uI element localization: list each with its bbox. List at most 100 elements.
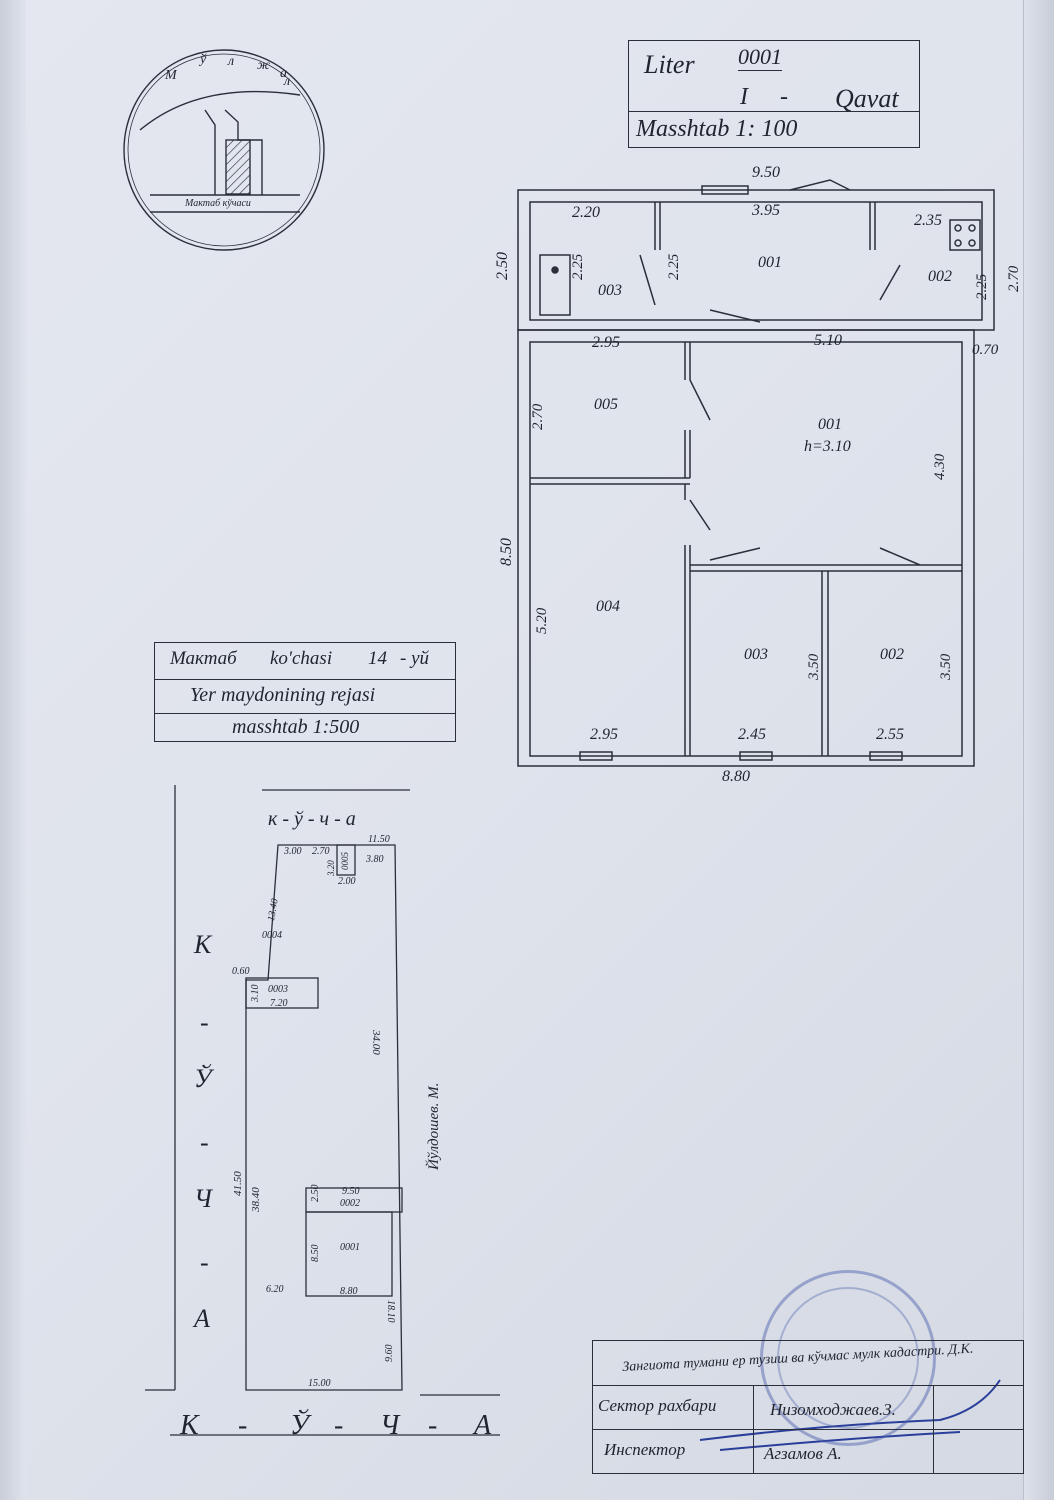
room-height-label: h=3.10 — [804, 438, 851, 455]
logo-letter: ж — [257, 58, 271, 73]
page-left-shadow — [0, 0, 26, 1500]
dim-label: 3.50 — [806, 653, 822, 680]
site-title-box — [154, 642, 456, 742]
street-letter-left: - — [200, 1248, 209, 1277]
site-address: 14 — [368, 648, 387, 669]
site-dim: 9.50 — [342, 1186, 360, 1197]
street-letter-left: - — [200, 1128, 209, 1157]
site-dim: 8.50 — [310, 1244, 321, 1263]
street-letter-left: Ў — [194, 1064, 212, 1093]
site-plan-title: Yer maydonining rejasi — [190, 684, 376, 706]
dim-label: 9.50 — [752, 164, 780, 181]
site-scale: masshtab 1:500 — [232, 716, 360, 738]
street-letter-bottom: Ч — [380, 1410, 400, 1441]
floor-dash: - — [780, 84, 788, 110]
room-label: 005 — [594, 396, 618, 413]
site-dim: 41.50 — [232, 1171, 244, 1196]
site-dim: 18.10 — [385, 1300, 396, 1323]
dim-label: 2.95 — [592, 334, 620, 351]
street-letter-left: Ч — [194, 1184, 212, 1213]
street-name-top: к - ў - ч - а — [268, 808, 356, 830]
street-letter-bottom: - — [238, 1410, 248, 1441]
dim-label: 0.70 — [972, 342, 999, 358]
floor-plan — [517, 179, 995, 767]
dim-label: 3.50 — [938, 653, 954, 680]
site-dim: 11.50 — [368, 834, 390, 845]
street-letter-bottom: А — [474, 1410, 492, 1441]
site-dim: 38.40 — [250, 1187, 262, 1212]
street-letter-bottom: - — [334, 1410, 344, 1441]
site-dim: 2.70 — [312, 846, 330, 857]
dim-label: 2.95 — [590, 726, 618, 743]
site-dim: 0003 — [268, 984, 288, 995]
logo-letter: л — [284, 74, 291, 89]
logo-letter: л — [228, 54, 235, 69]
dim-label: 2.55 — [876, 726, 904, 743]
round-seal-stamp — [760, 1270, 936, 1446]
site-dim: 2.00 — [338, 876, 356, 887]
dim-label: 8.80 — [722, 768, 750, 785]
site-dim: 6.20 — [266, 1284, 284, 1295]
site-address: - уй — [400, 648, 430, 669]
dim-label: 4.30 — [932, 453, 948, 480]
location-logo — [123, 49, 325, 251]
dim-label: 2.50 — [494, 252, 511, 280]
site-dim: 3.10 — [250, 984, 261, 1003]
dim-label: 2.25 — [974, 273, 990, 300]
floor-number: I — [740, 84, 748, 110]
site-dim: 0005 — [340, 852, 350, 870]
neighbor-name: Йўлдошев. М. — [426, 1082, 442, 1170]
dim-label: 2.70 — [1006, 265, 1022, 292]
dim-label: 2.20 — [572, 204, 600, 221]
dim-label: 2.25 — [570, 253, 586, 280]
underlying-pages-edge — [1023, 0, 1054, 1500]
dim-label: 2.25 — [666, 253, 682, 280]
site-dim: 8.80 — [340, 1286, 358, 1297]
room-label: 002 — [928, 268, 952, 285]
room-label: 001 — [758, 254, 782, 271]
role-label: Инспектор — [604, 1440, 686, 1459]
dim-label: 2.35 — [914, 212, 942, 229]
liter-number: 0001 — [738, 44, 782, 71]
street-letter-bottom: - — [428, 1410, 438, 1441]
logo-caption: Мактаб кўчаси — [185, 198, 251, 209]
street-letter-bottom: Ў — [290, 1410, 309, 1441]
site-dim: 7.20 — [270, 998, 288, 1009]
dim-label: 2.70 — [530, 403, 546, 430]
site-dim: 15.00 — [308, 1378, 331, 1389]
liter-box — [628, 40, 920, 148]
site-dim: 0004 — [262, 930, 282, 941]
dim-label: 8.50 — [498, 538, 515, 566]
street-letter-left: А — [194, 1304, 210, 1333]
site-plan — [145, 785, 500, 1436]
site-dim: 0.60 — [232, 966, 250, 977]
signature-table — [592, 1340, 1024, 1474]
site-address: Мактаб — [170, 648, 237, 669]
site-dim: 34.00 — [370, 1030, 382, 1055]
site-dim: 3.80 — [366, 854, 384, 865]
dim-label: 5.10 — [814, 332, 842, 349]
site-address: ko'chasi — [270, 648, 333, 669]
street-letter-bottom: К — [180, 1410, 199, 1441]
dim-label: 2.45 — [738, 726, 766, 743]
site-dim: 3.20 — [326, 860, 336, 876]
room-label: 003 — [598, 282, 622, 299]
site-dim: 9.60 — [384, 1344, 395, 1363]
street-letter-left: К — [194, 930, 212, 959]
liter-label: Liter — [644, 50, 695, 79]
logo-letter: М — [165, 68, 177, 83]
site-dim: 3.00 — [284, 846, 302, 857]
room-label: 004 — [596, 598, 620, 615]
floor-label: Qavat — [835, 84, 899, 113]
room-label: 002 — [880, 646, 904, 663]
floor-scale: Masshtab 1: 100 — [636, 116, 798, 142]
dim-label: 5.20 — [534, 607, 550, 634]
room-label: 001 — [818, 416, 842, 433]
site-dim: 0001 — [340, 1242, 360, 1253]
logo-letter: а — [280, 66, 287, 81]
role-label: Сектор рахбари — [598, 1396, 717, 1415]
person-name: Низомходжаев.З. — [770, 1400, 896, 1419]
site-dim: 0002 — [340, 1198, 360, 1209]
